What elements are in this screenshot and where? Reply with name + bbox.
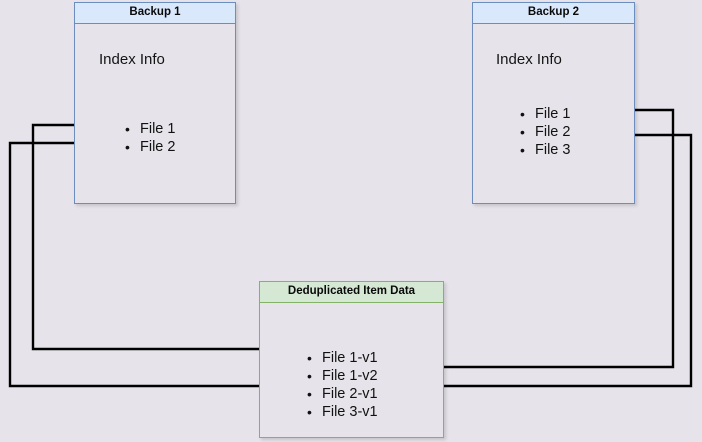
list-item: File 2-v1 [305, 385, 378, 403]
list-item: File 2 [518, 123, 570, 141]
list-item: File 3 [518, 141, 570, 159]
dedup-file-list: File 1-v1 File 1-v2 File 2-v1 File 3-v1 [305, 349, 378, 421]
backup2-body: Index Info File 1 File 2 File 3 [473, 24, 634, 203]
list-item: File 1 [518, 105, 570, 123]
backup2-file-list: File 1 File 2 File 3 [518, 105, 570, 159]
list-item: File 1-v1 [305, 349, 378, 367]
backup1-title: Backup 1 [75, 3, 235, 24]
backup2-box[interactable]: Backup 2 Index Info File 1 File 2 File 3 [472, 2, 635, 204]
dedup-box[interactable]: Deduplicated Item Data File 1-v1 File 1-… [259, 281, 444, 438]
list-item: File 1-v2 [305, 367, 378, 385]
list-item: File 2 [123, 138, 175, 156]
list-item: File 1 [123, 120, 175, 138]
backup1-box[interactable]: Backup 1 Index Info File 1 File 2 [74, 2, 236, 204]
backup1-index-label: Index Info [99, 51, 165, 68]
backup1-body: Index Info File 1 File 2 [75, 24, 235, 203]
backup1-file-list: File 1 File 2 [123, 120, 175, 156]
backup2-title: Backup 2 [473, 3, 634, 24]
dedup-title: Deduplicated Item Data [260, 282, 443, 303]
list-item: File 3-v1 [305, 403, 378, 421]
dedup-body: File 1-v1 File 1-v2 File 2-v1 File 3-v1 [260, 303, 443, 437]
backup2-index-label: Index Info [496, 51, 562, 68]
